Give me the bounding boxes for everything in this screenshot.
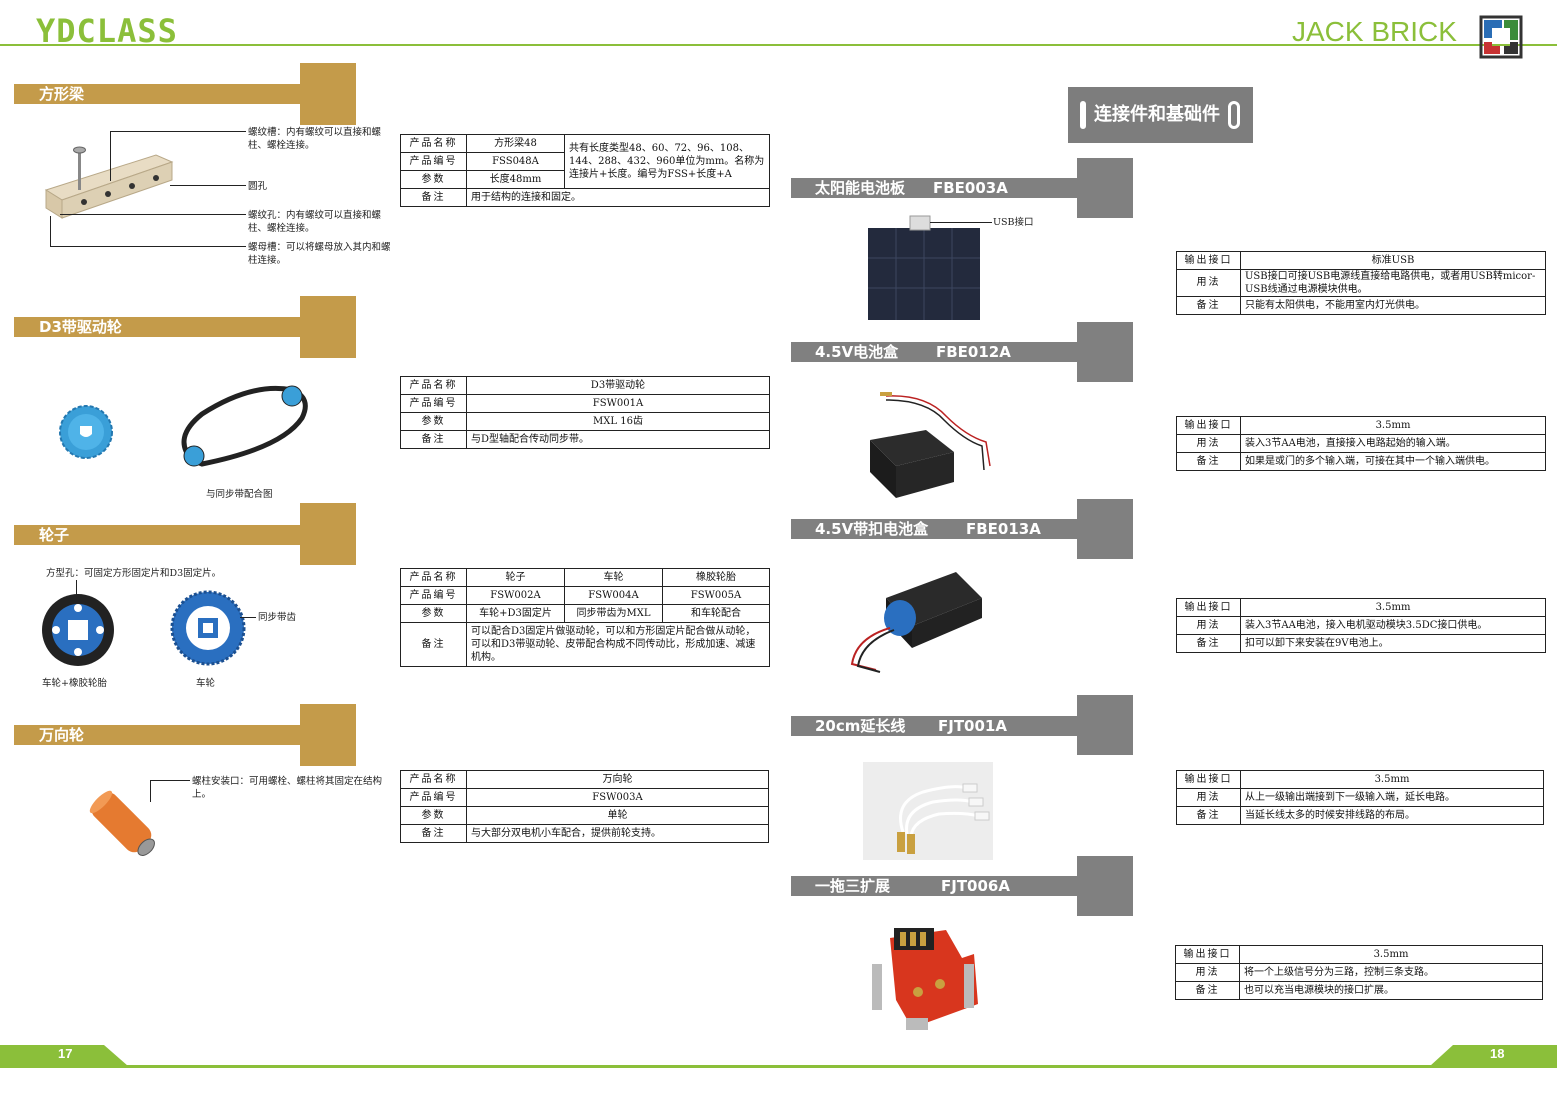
wrench-icon bbox=[1228, 101, 1240, 129]
page-number-right: 18 bbox=[1490, 1046, 1505, 1061]
note-square-hole: 方型孔：可固定方形固定片和D3固定片。 bbox=[46, 568, 222, 579]
pulley-image bbox=[59, 405, 113, 459]
clip-battery-box-image bbox=[850, 572, 982, 673]
note-thread-hole: 螺纹孔：内有螺纹可以直接和螺柱、螺栓连接。 bbox=[248, 210, 382, 234]
note-usb: USB接口 bbox=[993, 217, 1034, 228]
brand-left: YDCLASS bbox=[36, 12, 178, 50]
page-number-left: 17 bbox=[58, 1046, 73, 1061]
section-block-beam bbox=[300, 63, 356, 125]
section-title-pulley: D3带驱动轮 bbox=[14, 317, 314, 337]
battery-box-image bbox=[870, 392, 991, 498]
solar-panel-image bbox=[868, 215, 980, 320]
wheel-with-tire-image bbox=[42, 594, 114, 666]
spec-table-wheel: 产品名称 轮子 车轮 橡胶轮胎 产品编号 FSW002A FSW004A FSW… bbox=[400, 568, 770, 667]
note-thread-slot: 螺纹槽：内有螺纹可以直接和螺柱、螺栓连接。 bbox=[248, 127, 382, 151]
screwdriver-icon bbox=[1080, 101, 1086, 129]
section-block-solar bbox=[1077, 158, 1133, 218]
note-round-hole: 圆孔 bbox=[248, 181, 268, 192]
note-caster-mount: 螺柱安装口：可用螺栓、螺柱将其固定在结构上。 bbox=[192, 776, 383, 800]
note-nut-slot: 螺母槽：可以将螺母放入其内和螺柱连接。 bbox=[248, 242, 391, 266]
section-block-splitter bbox=[1077, 856, 1133, 916]
extension-cable-image bbox=[863, 762, 993, 860]
section-title-caster: 万向轮 bbox=[14, 725, 314, 745]
note-belt-teeth: 同步带齿 bbox=[258, 612, 297, 623]
section-block-wheel bbox=[300, 503, 356, 565]
splitter-board-image bbox=[872, 928, 978, 1030]
jack-brick-logo-icon bbox=[1479, 15, 1523, 59]
caption-wheel: 车轮 bbox=[196, 678, 216, 689]
brand-right: JACK BRICK bbox=[1292, 16, 1457, 47]
section-block-extension bbox=[1077, 695, 1133, 755]
belt-assembly-image bbox=[181, 385, 308, 467]
footer-line bbox=[0, 1065, 1557, 1068]
section-title-beam: 方形梁 bbox=[14, 84, 314, 104]
square-beam-image bbox=[44, 146, 174, 219]
wheel-image bbox=[170, 590, 246, 666]
caption-wheel-tire: 车轮+橡胶轮胎 bbox=[42, 678, 107, 689]
footer-tabs bbox=[0, 1045, 1557, 1066]
section-block-caster bbox=[300, 704, 356, 766]
beam-desc: 共有长度类型48、60、72、96、108、144、288、432、960单位为… bbox=[564, 134, 770, 189]
spec-table-beam: 产品名称 方形梁48 共有长度类型48、60、72、96、108、144、288… bbox=[400, 134, 770, 207]
header-line bbox=[0, 44, 1557, 46]
category-title: 连接件和基础件 bbox=[1068, 87, 1253, 143]
caster-image bbox=[89, 790, 155, 856]
caption-belt: 与同步带配合图 bbox=[206, 489, 273, 500]
section-title-wheel: 轮子 bbox=[14, 525, 314, 545]
section-block-battery-box bbox=[1077, 322, 1133, 382]
section-block-pulley bbox=[300, 296, 356, 358]
section-block-clip-battery-box bbox=[1077, 499, 1133, 559]
